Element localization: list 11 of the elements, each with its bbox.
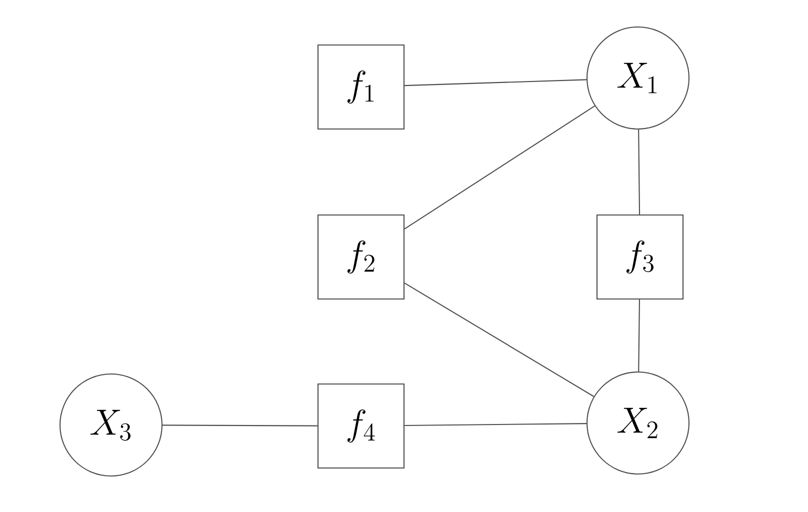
connector-line — [404, 79, 587, 86]
factor-box: $f_2$ — [317, 214, 405, 300]
connector-line — [638, 130, 640, 214]
connector-line — [638, 300, 640, 372]
connector-line — [404, 423, 586, 426]
factor-box: $f_3$ — [596, 214, 684, 300]
connector-line — [162, 424, 318, 426]
factor-box: $f_4$ — [317, 383, 405, 469]
connector-line — [404, 282, 594, 397]
factor-box: $f_1$ — [317, 44, 405, 130]
connector-line — [404, 106, 596, 230]
